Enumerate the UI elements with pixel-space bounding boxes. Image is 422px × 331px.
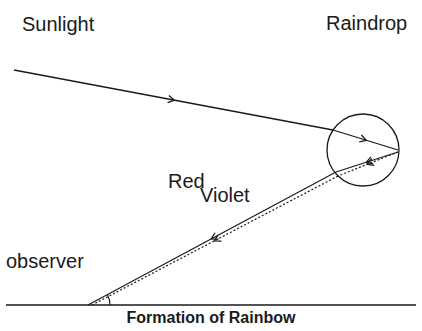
violet-ray	[92, 176, 338, 305]
refracted-ray	[333, 130, 398, 150]
red-ray	[88, 172, 336, 305]
reflected-violet-ray	[338, 152, 398, 176]
caption: Formation of Rainbow	[127, 309, 296, 327]
label-text: Red	[168, 170, 205, 193]
reflected-red-ray	[336, 152, 398, 172]
raindrop-circle	[327, 114, 399, 186]
label-text: observer	[6, 250, 84, 273]
label-text: Sunlight	[22, 13, 94, 36]
sunlight-ray	[14, 70, 333, 130]
angle-arc	[107, 295, 110, 305]
ground-line	[6, 304, 416, 305]
label-text: Violet	[200, 184, 250, 207]
label-text: Raindrop	[326, 12, 407, 35]
